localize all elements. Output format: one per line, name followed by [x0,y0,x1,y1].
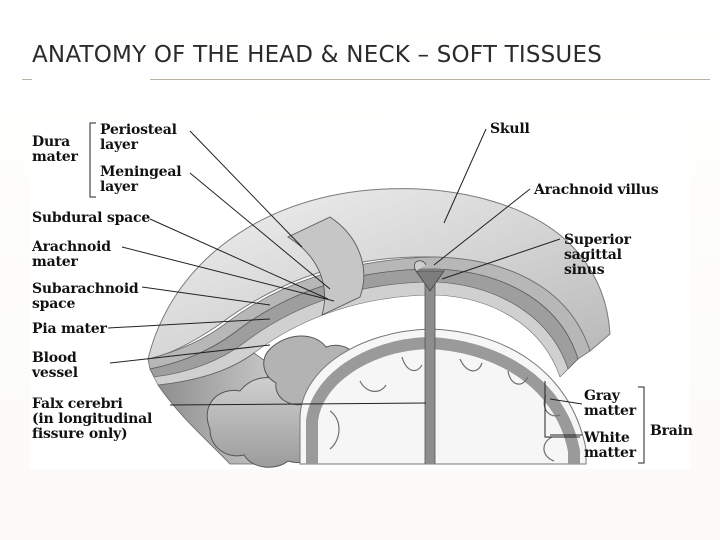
skull-dome [147,188,611,360]
leader-meningeal [189,172,331,290]
label-dura-mater: Dura mater [32,134,78,165]
label-subarachnoid-space: Subarachnoid space [32,281,139,312]
label-gray-matter: Gray matter [584,388,636,419]
label-falx-cerebri: Falx cerebri (in longitudinal fissure on… [32,396,153,442]
leader-subarachnoid [141,286,271,306]
leader-subdural [149,218,329,300]
meninges-illustration [89,122,645,468]
label-superior-sagittal-sinus: Superior sagittal sinus [564,232,631,278]
leader-skull [443,128,487,224]
leader-lines [89,122,645,464]
slide-title: ANATOMY OF THE HEAD & NECK – SOFT TISSUE… [32,42,602,68]
label-subdural-space: Subdural space [32,210,151,226]
brain-bracket [638,386,645,464]
leader-villus [433,188,531,266]
label-arachnoid-villus: Arachnoid villus [534,182,659,198]
arachnoid-villus [414,260,427,272]
leader-blood-vessel [109,344,271,364]
title-underline [150,79,710,80]
label-brain: Brain [650,423,693,439]
label-pia-mater: Pia mater [32,321,107,337]
label-skull: Skull [490,121,530,137]
leader-gray [549,398,583,405]
label-white-matter: White matter [584,430,636,461]
label-arachnoid-mater: Arachnoid mater [32,239,111,270]
leader-periosteal [189,130,303,248]
leader-arachnoid-mater [121,246,335,302]
falx-outline [424,279,436,464]
periosteal-flap [287,216,365,316]
bracket-white [544,419,580,438]
superior-sagittal-sinus [415,270,445,292]
label-periosteal-layer: Periosteal layer [100,122,177,153]
sulci-folds [329,356,561,462]
title-underline-left [22,79,32,80]
leader-pia [107,318,271,329]
meninges-diagram: Dura mater Periosteal layer Meningeal la… [30,119,693,469]
leader-falx [169,402,427,406]
dura-bracket [89,122,96,198]
arachnoid-band [153,281,569,386]
label-meningeal-layer: Meningeal layer [100,164,182,195]
leader-sinus [441,238,561,280]
label-blood-vessel: Blood vessel [32,350,78,381]
